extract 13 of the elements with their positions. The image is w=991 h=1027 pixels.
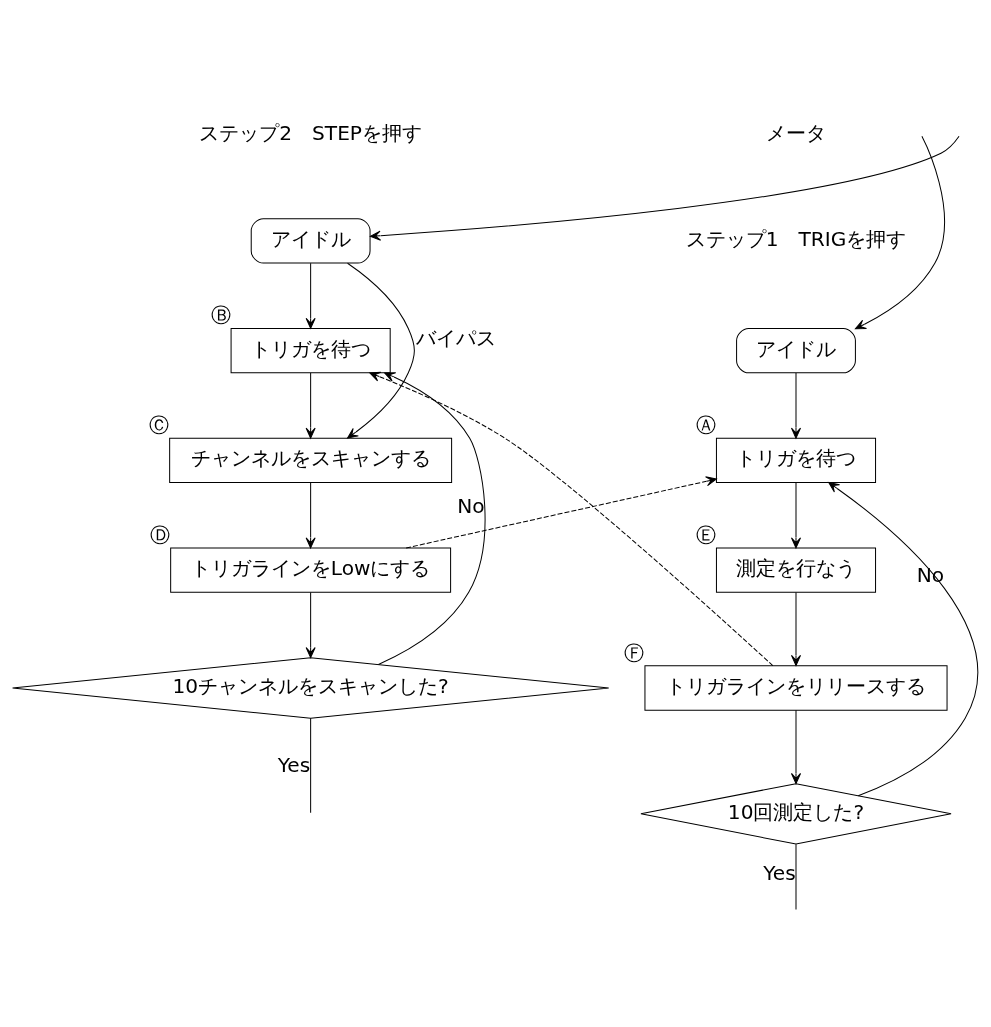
node-label: Ⓒ [149,412,170,437]
edge-label: Yes [277,752,311,776]
node-label: Ⓓ [150,522,171,547]
edge-label: No [457,493,485,518]
node-label: Ⓔ [695,522,716,547]
node-label: Ⓕ [624,640,645,665]
label: ステップ2 STEPを押す [199,120,422,145]
label: ステップ1 TRIGを押す [685,226,907,251]
edge-label: Yes [763,860,796,885]
node-label: Ⓑ [210,302,231,327]
node-label: Ⓐ [695,412,716,437]
edge-label: バイパス [415,325,496,350]
label: メータ [766,120,826,145]
